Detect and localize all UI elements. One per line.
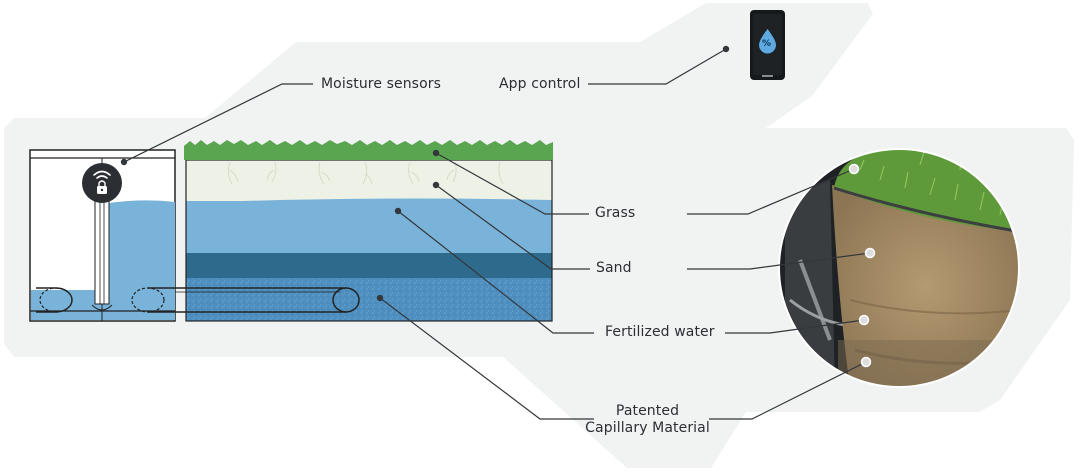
label-sand: Sand (596, 260, 632, 276)
label-fertilized-water: Fertilized water (605, 324, 715, 340)
label-grass: Grass (595, 205, 636, 221)
leader-lines (123, 48, 871, 420)
lock-icon (97, 180, 107, 194)
phone-percent-symbol: % (762, 39, 772, 49)
label-capillary-material: Patented Capillary Material (580, 403, 715, 437)
grass-strip (184, 140, 553, 160)
connector-dots (120, 45, 876, 368)
phone-icon (750, 10, 785, 80)
label-capillary-line-1: Patented (615, 403, 680, 419)
label-moisture-sensors: Moisture sensors (321, 76, 441, 92)
capillary-pipe (148, 287, 360, 313)
planting-bed (184, 140, 553, 322)
moisture-sensor-head (82, 163, 122, 203)
water-drop-icon (759, 29, 776, 54)
label-app-control: App control (499, 76, 581, 92)
wifi-icon (93, 170, 111, 179)
label-capillary-line-2: Capillary Material (585, 420, 710, 436)
